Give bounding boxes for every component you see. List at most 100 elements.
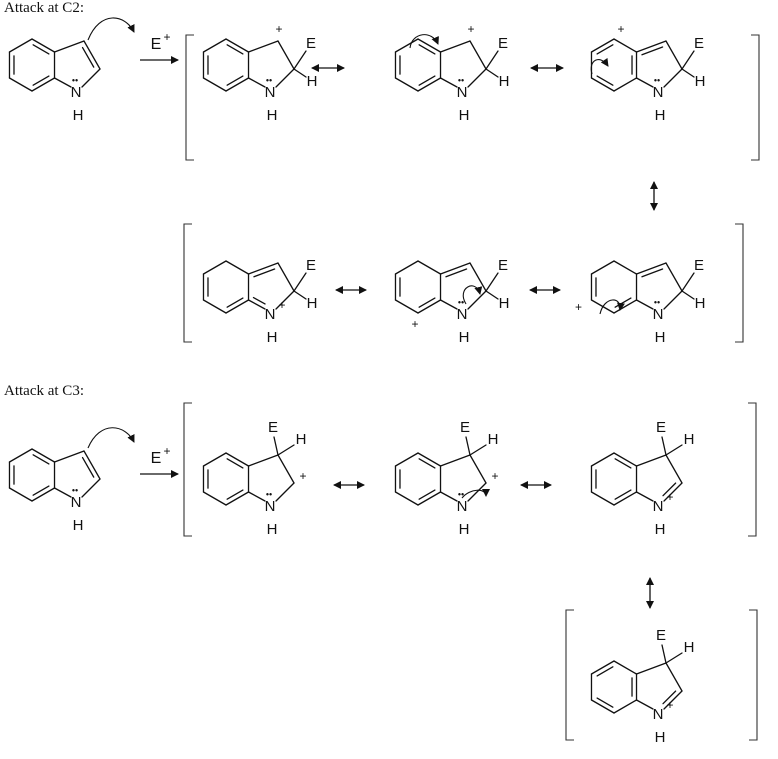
- benzene-bond: [225, 452, 250, 467]
- benzene-bond: [590, 77, 615, 92]
- double-bond: [226, 44, 244, 55]
- ring-bond: [277, 40, 295, 70]
- ring-bond: [635, 699, 654, 710]
- hydrogen-label: H: [459, 329, 470, 346]
- hydrogen-label: H: [267, 329, 278, 346]
- benzene-bond: [225, 260, 250, 275]
- ring-bond: [81, 478, 101, 498]
- ring-bond: [663, 68, 683, 88]
- double-bond: [596, 75, 614, 86]
- ring-bond: [83, 450, 101, 480]
- benzene-bond: [202, 491, 227, 506]
- benzene-bond: [613, 660, 638, 675]
- hydrogen-label: H: [296, 431, 307, 448]
- double-bond: [445, 268, 468, 278]
- hydrogen-label: H: [499, 295, 510, 312]
- ring-bond: [665, 662, 683, 692]
- intermediate-c2-d: NH••EH+: [575, 257, 705, 346]
- benzene-bond: [225, 77, 250, 92]
- ring-bond: [635, 491, 654, 502]
- ring-bond: [665, 40, 683, 70]
- electrophile-reagent: E+: [151, 30, 171, 53]
- ring-bond: [467, 68, 487, 88]
- double-bond: [32, 485, 50, 496]
- nitrogen-label: N: [653, 498, 664, 515]
- intermediate-c3-b: NH••EH+: [394, 419, 499, 538]
- bracket: [565, 609, 574, 741]
- hydrogen-label: H: [695, 295, 706, 312]
- double-bond: [614, 489, 632, 500]
- double-bond: [596, 44, 614, 55]
- bracket: [185, 34, 194, 161]
- ring-bond: [467, 482, 487, 502]
- double-bond: [226, 489, 244, 500]
- double-bond: [641, 46, 664, 56]
- hydrogen-label: H: [655, 107, 666, 124]
- ring-bond: [663, 482, 683, 502]
- nitrogen-label: N: [653, 84, 664, 101]
- intermediate-c2-a: NH••EH+: [202, 22, 317, 124]
- double-bond: [418, 458, 436, 469]
- hydrogen-label: H: [307, 295, 318, 312]
- benzene-bond: [417, 491, 442, 506]
- double-bond: [81, 456, 95, 478]
- double-bond: [32, 75, 50, 86]
- intermediate-c3-d: NH+EH: [590, 627, 694, 746]
- ring-bond: [439, 262, 471, 275]
- benzene-bond: [202, 38, 227, 53]
- lone-pair: ••: [458, 489, 464, 499]
- benzene-bond: [8, 38, 33, 53]
- hydrogen-label: H: [655, 521, 666, 538]
- bracket: [751, 34, 760, 161]
- ring-bond: [247, 40, 279, 53]
- charge-plus: +: [467, 22, 474, 36]
- hydrogen-label: H: [655, 729, 666, 746]
- nitrogen-label: N: [457, 84, 468, 101]
- charge-plus: +: [491, 469, 498, 483]
- ring-bond: [635, 77, 654, 88]
- intermediate-c2-c: NH••EH+: [590, 22, 706, 124]
- ring-bond: [469, 40, 487, 70]
- ring-bond: [439, 454, 471, 467]
- nitrogen-label: N: [265, 84, 276, 101]
- benzene-bond: [394, 260, 419, 275]
- intermediate-c3-c: NH+EH: [590, 419, 694, 538]
- intermediate-c2-f: NH+EH: [202, 257, 318, 346]
- hydrogen-label: H: [695, 73, 706, 90]
- benzene-bond: [590, 491, 615, 506]
- curly-arrow: [462, 285, 483, 305]
- electrophile-label: E: [306, 35, 316, 52]
- heading-attack-c2: Attack at C2:: [4, 0, 84, 16]
- electrophile-label: E: [498, 257, 508, 274]
- nitrogen-label: N: [265, 498, 276, 515]
- ring-bond: [439, 491, 458, 502]
- curly-arrow: [461, 488, 490, 499]
- lone-pair: ••: [72, 75, 78, 85]
- benzene-bond: [8, 448, 33, 463]
- charge-plus: +: [163, 444, 170, 458]
- ring-bond: [81, 68, 101, 88]
- double-bond: [32, 44, 50, 55]
- benzene-bond: [202, 77, 227, 92]
- benzene-bond: [31, 38, 56, 53]
- electrophile-label: E: [656, 419, 666, 436]
- double-bond: [596, 697, 614, 708]
- ring-bond: [83, 40, 101, 70]
- charge-plus: +: [299, 469, 306, 483]
- lone-pair: ••: [458, 75, 464, 85]
- benzene-bond: [417, 38, 442, 53]
- ring-bond: [665, 262, 683, 292]
- ring-bond: [247, 454, 279, 467]
- benzene-bond: [590, 660, 615, 675]
- substituent-bond: [465, 436, 471, 456]
- hydrogen-label: H: [655, 329, 666, 346]
- nitrogen-label: N: [653, 706, 664, 723]
- ring-bond: [439, 40, 471, 53]
- ring-bond: [467, 290, 487, 310]
- ring-bond: [53, 77, 72, 88]
- ring-bond: [53, 487, 72, 498]
- ring-bond: [247, 262, 279, 275]
- hydrogen-label: H: [499, 73, 510, 90]
- ring-bond: [635, 662, 667, 675]
